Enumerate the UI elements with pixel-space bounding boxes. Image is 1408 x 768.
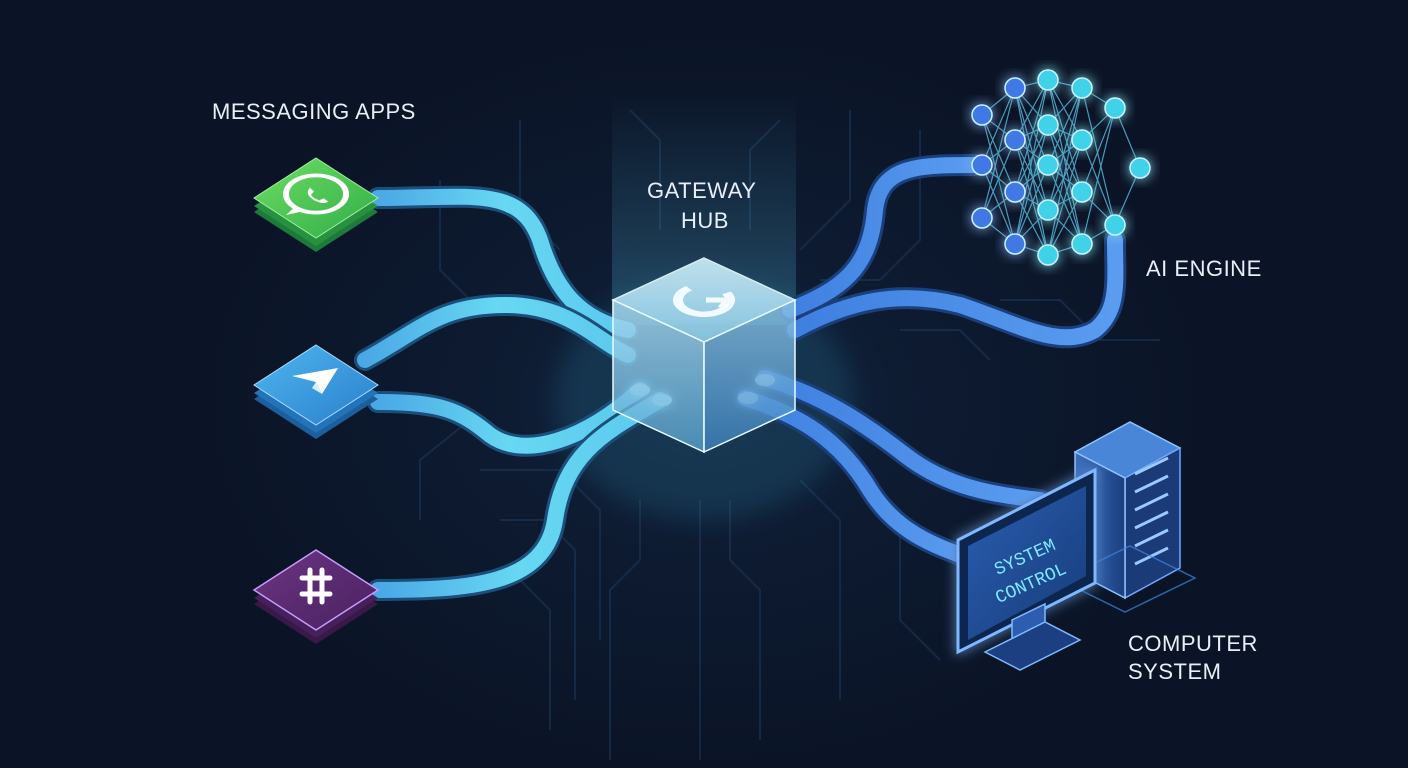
network-node (971, 207, 993, 229)
ai-engine-label: AI ENGINE (1146, 256, 1262, 281)
gateway-hub-cube (611, 257, 797, 454)
network-node (1037, 199, 1059, 221)
network-edge (1047, 139, 1083, 211)
network-node (1004, 129, 1026, 151)
network-edge (1081, 107, 1116, 245)
whatsapp-tile (253, 157, 379, 252)
network-node (1071, 129, 1093, 151)
network-edge (1047, 87, 1083, 211)
network-edge (1047, 139, 1083, 256)
server-slot (1134, 492, 1169, 512)
network-node (1129, 157, 1151, 179)
slack-icon (299, 567, 333, 605)
network-node (1004, 181, 1026, 203)
network-node (1071, 77, 1093, 99)
network-node (971, 154, 993, 176)
network-edge (1014, 79, 1049, 193)
pipe-ai-upper (782, 157, 983, 318)
neural-network-icon (971, 69, 1151, 266)
gateway-label-line1: GATEWAY (647, 178, 757, 203)
network-node (1037, 114, 1059, 136)
network-edge (1014, 164, 1049, 245)
network-node (1037, 154, 1059, 176)
whatsapp-icon (283, 173, 349, 216)
gateway-label-line2: HUB (681, 208, 729, 233)
network-edge (1081, 139, 1116, 226)
network-node (1104, 97, 1126, 119)
network-edge (1047, 79, 1083, 193)
computer-system: SYSTEM CONTROL (956, 421, 1197, 671)
computer-label-line2: SYSTEM (1128, 659, 1222, 684)
network-edge (1047, 124, 1083, 245)
network-edge (1014, 87, 1049, 166)
pipe-telegram-upper (357, 296, 636, 368)
pipe-computer-lower (737, 390, 983, 568)
network-edge (1047, 164, 1083, 245)
network-node (1004, 233, 1026, 255)
network-edge (1014, 79, 1049, 245)
slack-tile (252, 549, 380, 644)
server-slot (1134, 456, 1169, 476)
server-slot (1134, 528, 1169, 548)
gateway-logo-icon (673, 282, 735, 318)
telegram-icon (292, 368, 338, 394)
pipe-ai-lower (787, 232, 1124, 346)
network-edge (1014, 87, 1049, 211)
network-edge (1014, 191, 1049, 256)
network-node (1071, 233, 1093, 255)
network-edge (1014, 124, 1049, 193)
network-node (971, 104, 993, 126)
network-node (1037, 244, 1059, 266)
computer-label-line1: COMPUTER (1128, 631, 1258, 656)
network-edge (1014, 87, 1049, 256)
network-edge (981, 87, 1016, 219)
network-edge (981, 87, 1016, 166)
network-edge (1081, 87, 1116, 226)
network-edge (1047, 124, 1083, 193)
network-node (1104, 214, 1126, 236)
network-node (1071, 181, 1093, 203)
network-edge (1014, 139, 1049, 211)
network-edge (1014, 79, 1049, 141)
telegram-tile (253, 344, 379, 439)
server-slot (1134, 474, 1169, 494)
pipe-whatsapp (370, 188, 636, 338)
network-edge (1047, 87, 1083, 166)
network-node (1037, 69, 1059, 91)
network-node (1004, 77, 1026, 99)
network-edge (1081, 107, 1116, 193)
network-edge (1047, 191, 1083, 256)
network-edge (1014, 139, 1049, 256)
network-edge (1047, 87, 1083, 256)
server-slot (1134, 510, 1169, 530)
connection-pipes (354, 154, 1127, 601)
pipe-telegram-lower (370, 382, 648, 454)
pipe-computer-upper (757, 370, 1048, 508)
messaging-apps-label: MESSAGING APPS (212, 99, 416, 124)
network-edge (981, 139, 1016, 219)
network-edge (1047, 79, 1083, 245)
network-edge (1014, 124, 1049, 245)
network-edge (1047, 79, 1083, 141)
computer-monitor-icon: SYSTEM CONTROL (956, 467, 1097, 671)
pipe-slack (370, 392, 668, 598)
network-edge (1114, 107, 1141, 169)
